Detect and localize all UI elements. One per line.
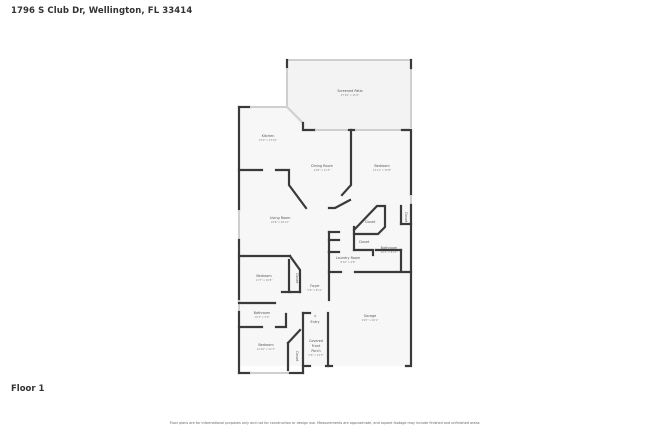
room-dining-room: Dining Room 14'8" x 11'3"	[311, 164, 333, 172]
room-laundry-room: Laundry Room 8'10" x 4'8"	[336, 256, 361, 264]
entry-icon: ⚠	[313, 314, 316, 318]
svg-text:14'8" x 11'3": 14'8" x 11'3"	[314, 168, 331, 172]
room-garage: Garage 19'2" x 20'1"	[362, 314, 379, 322]
svg-text:19'2" x 20'1": 19'2" x 20'1"	[362, 318, 379, 322]
room-covered-front-porch: Covered Front Porch 5'6" x 15'3"	[308, 339, 323, 357]
property-address: 1796 S Club Dr, Wellington, FL 33414	[11, 6, 193, 16]
svg-text:5'6" x 15'3": 5'6" x 15'3"	[308, 353, 323, 357]
room-closet-2: Closet	[359, 240, 370, 244]
room-foyer: Foyer 5'6" x 8'11"	[307, 284, 322, 292]
interior-area	[239, 107, 411, 366]
room-bedroom-main: Bedroom 13'11" x 15'8"	[373, 164, 392, 172]
floor-label: Floor 1	[11, 384, 45, 394]
screened-patio-area	[287, 60, 411, 130]
svg-text:19'6" x 20'11": 19'6" x 20'11"	[271, 220, 290, 224]
svg-text:Foyer: Foyer	[310, 284, 320, 288]
svg-text:8'10" x 4'8": 8'10" x 4'8"	[340, 260, 355, 264]
room-closet-4: Closet	[295, 273, 299, 284]
room-bedroom-2: Bedroom 11'7" x 10'8"	[256, 274, 273, 282]
room-screened-patio: Screened Patio 27'10" x 15'2"	[337, 89, 362, 97]
svg-text:Porch: Porch	[311, 349, 320, 353]
svg-text:Front: Front	[312, 344, 321, 348]
svg-text:Screened Patio: Screened Patio	[337, 89, 362, 93]
svg-text:Dining Room: Dining Room	[311, 164, 333, 168]
svg-text:13'11" x 15'8": 13'11" x 15'8"	[373, 168, 392, 172]
room-closet-1: Closet	[365, 220, 376, 224]
svg-text:Covered: Covered	[309, 339, 323, 343]
room-bathroom-2: Bathroom 10'3" x 5'0"	[254, 311, 271, 319]
svg-text:Bedroom: Bedroom	[374, 164, 390, 168]
svg-text:Living Room: Living Room	[270, 216, 292, 220]
room-closet-3: Closet	[404, 212, 408, 223]
svg-text:Kitchen: Kitchen	[262, 134, 275, 138]
svg-text:27'10" x 15'2": 27'10" x 15'2"	[341, 93, 360, 97]
room-entry: ⚠ Entry	[310, 314, 319, 324]
room-bedroom-3: Bedroom 12'10" x 12'1"	[257, 343, 276, 351]
svg-text:Bedroom: Bedroom	[258, 343, 274, 347]
svg-text:15'0" x 13'10": 15'0" x 13'10"	[259, 138, 278, 142]
svg-text:Bathroom: Bathroom	[254, 311, 271, 315]
svg-text:Bedroom: Bedroom	[256, 274, 272, 278]
disclaimer-text: Floor plans are for informational purpos…	[169, 421, 481, 425]
svg-text:Entry: Entry	[310, 320, 319, 324]
room-living-room: Living Room 19'6" x 20'11"	[270, 216, 292, 224]
svg-text:10'2" x 8'10": 10'2" x 8'10"	[381, 250, 398, 254]
svg-text:12'10" x 12'1": 12'10" x 12'1"	[257, 347, 276, 351]
svg-text:Laundry Room: Laundry Room	[336, 256, 361, 260]
svg-text:10'3" x 5'0": 10'3" x 5'0"	[254, 315, 269, 319]
room-kitchen: Kitchen 15'0" x 13'10"	[259, 134, 278, 142]
svg-text:11'7" x 10'8": 11'7" x 10'8"	[256, 278, 273, 282]
svg-text:5'6" x 8'11": 5'6" x 8'11"	[307, 288, 322, 292]
room-bathroom-main: Bathroom 10'2" x 8'10"	[381, 246, 398, 254]
svg-text:Bathroom: Bathroom	[381, 246, 398, 250]
svg-text:Garage: Garage	[364, 314, 376, 318]
room-closet-5: Closet	[295, 351, 299, 362]
